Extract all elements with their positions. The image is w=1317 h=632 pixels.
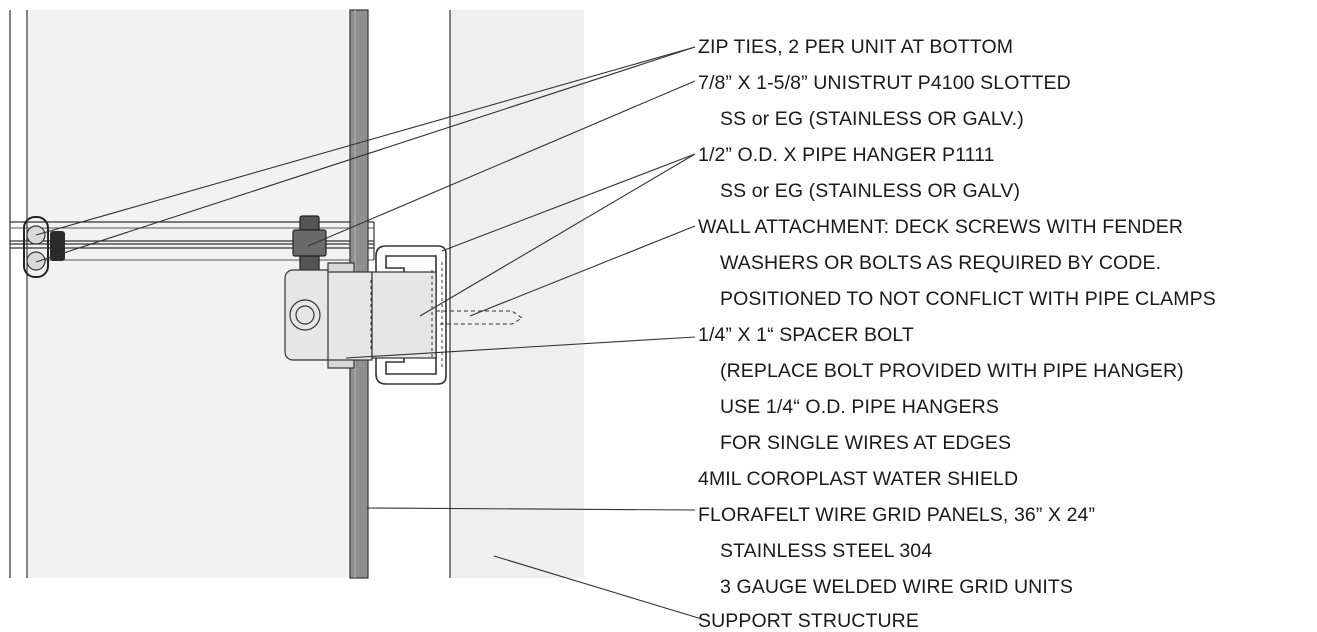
label-wire-grid-gauge: 3 GAUGE WELDED WIRE GRID UNITS bbox=[720, 576, 1073, 598]
leader-pipe-hanger-2 bbox=[419, 153, 696, 317]
label-unistrut-material: SS or EG (STAINLESS OR GALV.) bbox=[720, 108, 1024, 130]
zip-tie-strap bbox=[23, 216, 49, 278]
leader-wire-grid bbox=[366, 507, 696, 511]
leader-wall-attachment bbox=[469, 225, 696, 317]
leader-zip-ties-1 bbox=[35, 46, 696, 236]
label-support-structure: SUPPORT STRUCTURE bbox=[698, 610, 919, 632]
zip-tie bbox=[26, 251, 46, 271]
leader-pipe-hanger-1 bbox=[441, 153, 696, 252]
label-wall-attachment-washers: WASHERS OR BOLTS AS REQUIRED BY CODE. bbox=[720, 252, 1162, 274]
label-spacer-bolt-replace: (REPLACE BOLT PROVIDED WITH PIPE HANGER) bbox=[720, 360, 1184, 382]
label-wire-grid-material: STAINLESS STEEL 304 bbox=[720, 540, 933, 562]
leader-lines bbox=[35, 46, 706, 621]
leader-spacer-bolt bbox=[345, 336, 696, 359]
label-zip-ties: ZIP TIES, 2 PER UNIT AT BOTTOM bbox=[698, 36, 1014, 58]
leader-zip-ties-2 bbox=[35, 46, 696, 263]
label-unistrut: 7/8” X 1-5/8” UNISTRUT P4100 SLOTTED bbox=[698, 72, 1071, 94]
label-pipe-hanger-material: SS or EG (STAINLESS OR GALV) bbox=[720, 180, 1021, 202]
leader-unistrut bbox=[307, 80, 696, 247]
clamp-block-face bbox=[292, 229, 327, 257]
support-structure bbox=[450, 10, 584, 578]
pipe-hanger-hole-inner bbox=[295, 305, 315, 325]
label-spacer-bolt-single-wires: FOR SINGLE WIRES AT EDGES bbox=[720, 432, 1012, 454]
leader-support-structure bbox=[493, 555, 706, 621]
label-spacer-bolt-pipe-hangers: USE 1/4“ O.D. PIPE HANGERS bbox=[720, 396, 999, 418]
label-wall-attachment-position: POSITIONED TO NOT CONFLICT WITH PIPE CLA… bbox=[720, 288, 1216, 310]
label-spacer-bolt: 1/4” X 1“ SPACER BOLT bbox=[698, 324, 914, 346]
label-wire-grid-panels: FLORAFELT WIRE GRID PANELS, 36” X 24” bbox=[698, 504, 1096, 526]
unistrut-slot-cover bbox=[371, 271, 437, 359]
label-wall-attachment: WALL ATTACHMENT: DECK SCREWS WITH FENDER bbox=[698, 216, 1184, 238]
label-water-shield: 4MIL COROPLAST WATER SHIELD bbox=[698, 468, 1019, 490]
label-pipe-hanger: 1/2” O.D. X PIPE HANGER P1111 bbox=[698, 144, 995, 166]
hanger-clip bbox=[327, 271, 373, 361]
deck-screw bbox=[435, 310, 523, 325]
